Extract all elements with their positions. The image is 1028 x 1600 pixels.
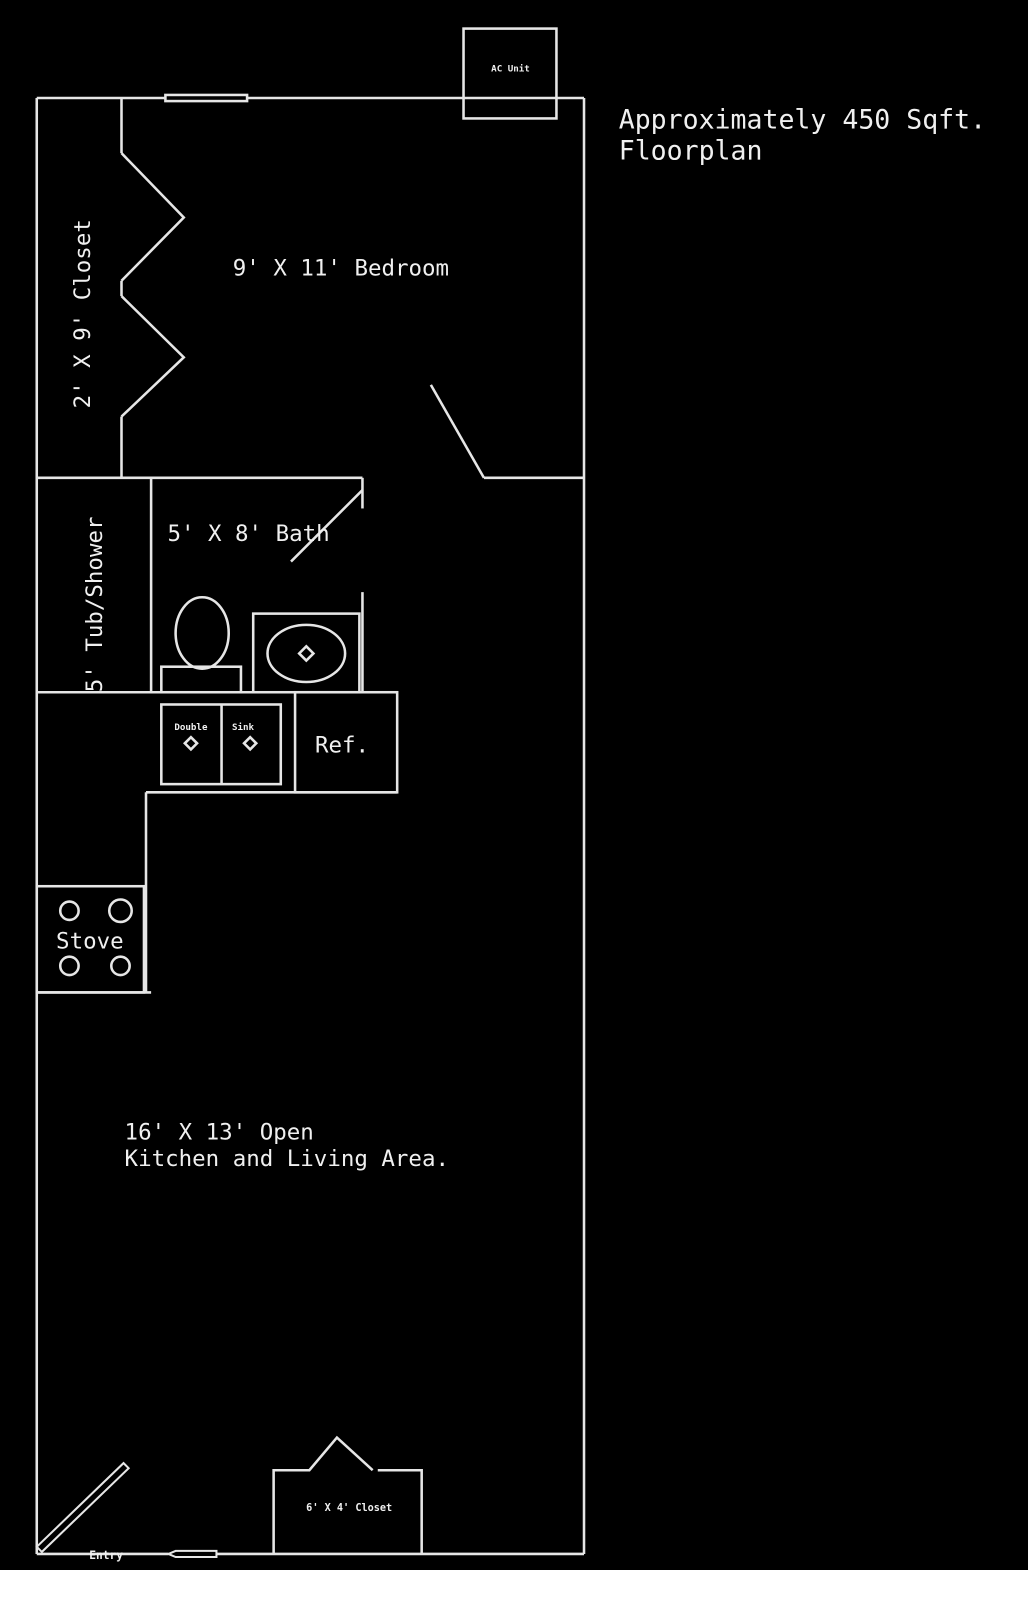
double-label: Double (174, 722, 208, 733)
entry-window (165, 1549, 218, 1559)
stove-label: Stove (56, 929, 124, 955)
living-label-2: Kitchen and Living Area. (125, 1146, 449, 1172)
double-sink: Double Sink (160, 703, 283, 786)
ref-label: Ref. (315, 732, 369, 758)
title-line-2: Floorplan (619, 135, 763, 166)
outer-walls (35, 96, 586, 1556)
closet-label: 2' X 9' Closet (70, 219, 96, 408)
entry-door (35, 1461, 131, 1554)
sink-label: Sink (232, 722, 255, 733)
entry-label: Entry (89, 1549, 123, 1562)
refrigerator: Ref. (293, 690, 399, 794)
front-closet: 6' X 4' Closet (272, 1435, 423, 1554)
living-label-1: 16' X 13' Open (125, 1119, 314, 1145)
tub-label: 5' Tub/Shower (82, 517, 108, 693)
ac-label: AC Unit (491, 63, 530, 74)
bath-label: 5' X 8' Bath (167, 521, 329, 547)
stove: Stove (35, 884, 146, 994)
bedroom-label: 9' X 11' Bedroom (233, 256, 449, 282)
front-closet-label: 6' X 4' Closet (306, 1503, 392, 1514)
ac-unit: AC Unit (462, 27, 558, 120)
title-line-1: Approximately 450 Sqft. (619, 105, 986, 136)
bedroom-closet (120, 98, 186, 478)
toilet (160, 596, 243, 694)
top-window (164, 93, 249, 103)
